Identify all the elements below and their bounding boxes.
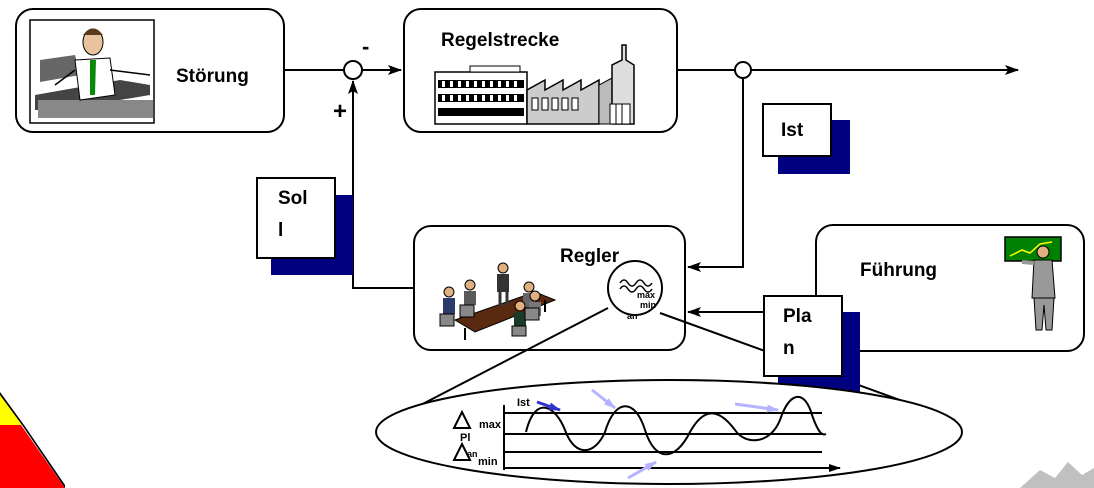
- lens-min: min: [640, 300, 657, 310]
- mountain-icon: [1020, 462, 1094, 488]
- regler-label: Regler: [560, 246, 620, 267]
- detail-ist-label: Ist: [517, 397, 530, 409]
- lens-an: an: [627, 311, 638, 321]
- ist-card: Ist: [762, 103, 832, 157]
- plan-line2: n: [783, 338, 795, 359]
- soll-card: Sol l: [256, 177, 336, 259]
- lens-max: max: [637, 290, 656, 300]
- ist-label: Ist: [781, 120, 804, 141]
- detail-plan-label2: an: [467, 449, 478, 459]
- plan-line1: Pla: [783, 306, 812, 327]
- soll-line1: Sol: [278, 188, 308, 209]
- minus-sign: -: [362, 34, 370, 59]
- plus-sign: +: [333, 98, 348, 125]
- detail-plan-label: Pl: [460, 432, 471, 444]
- stoerung-label: Störung: [176, 66, 249, 87]
- soll-line2: l: [278, 220, 284, 241]
- detail-min-label: min: [478, 456, 498, 468]
- plan-card: Pla n: [763, 295, 843, 377]
- fuehrung-label: Führung: [860, 260, 938, 281]
- regelstrecke-label: Regelstrecke: [441, 30, 560, 51]
- detail-max-label: max: [479, 419, 502, 431]
